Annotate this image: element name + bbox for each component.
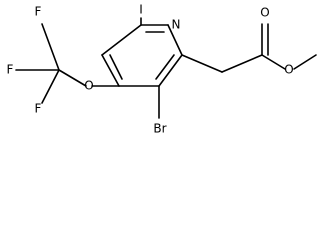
ring-bond-c4-c5 (101, 54, 120, 87)
atom-label-ester-oxygen: O (284, 63, 293, 77)
atom-label-fluorine-left: F (7, 63, 14, 77)
atom-label-bromine: Br (153, 122, 166, 136)
atom-label-iodine: I (139, 3, 143, 17)
atom-label-nitrogen: N (172, 18, 181, 32)
ring-double-bond-c2-c3-inner (155, 54, 175, 80)
bond-carbonyl-ester-oxygen (261, 54, 286, 70)
atom-label-carbonyl-oxygen: O (260, 6, 269, 20)
ring-bond-c2-c3 (158, 54, 183, 87)
ring-bond-c5-c6 (101, 24, 142, 56)
ring-double-bond-c4-c5-inner (109, 54, 123, 80)
chemical-structure-diagram: I N O O F F F O Br (7, 3, 317, 136)
atom-label-fluorine-top: F (35, 5, 42, 19)
bond-cf3-fluorine-top (41, 23, 60, 71)
bond-c2-methylene (181, 54, 223, 73)
bond-oxygen-ether-cf3 (58, 69, 87, 87)
bond-methylene-carbonyl (221, 54, 263, 73)
structure-canvas: I N O O F F F O Br (6, 2, 317, 136)
bond-cf3-fluorine-bottom (41, 69, 60, 104)
atom-label-ether-oxygen: O (84, 79, 93, 93)
bond-ester-oxygen-methyl (293, 54, 317, 70)
atom-label-fluorine-bottom: F (35, 102, 42, 116)
ring-bond-n1-c2 (167, 24, 183, 56)
